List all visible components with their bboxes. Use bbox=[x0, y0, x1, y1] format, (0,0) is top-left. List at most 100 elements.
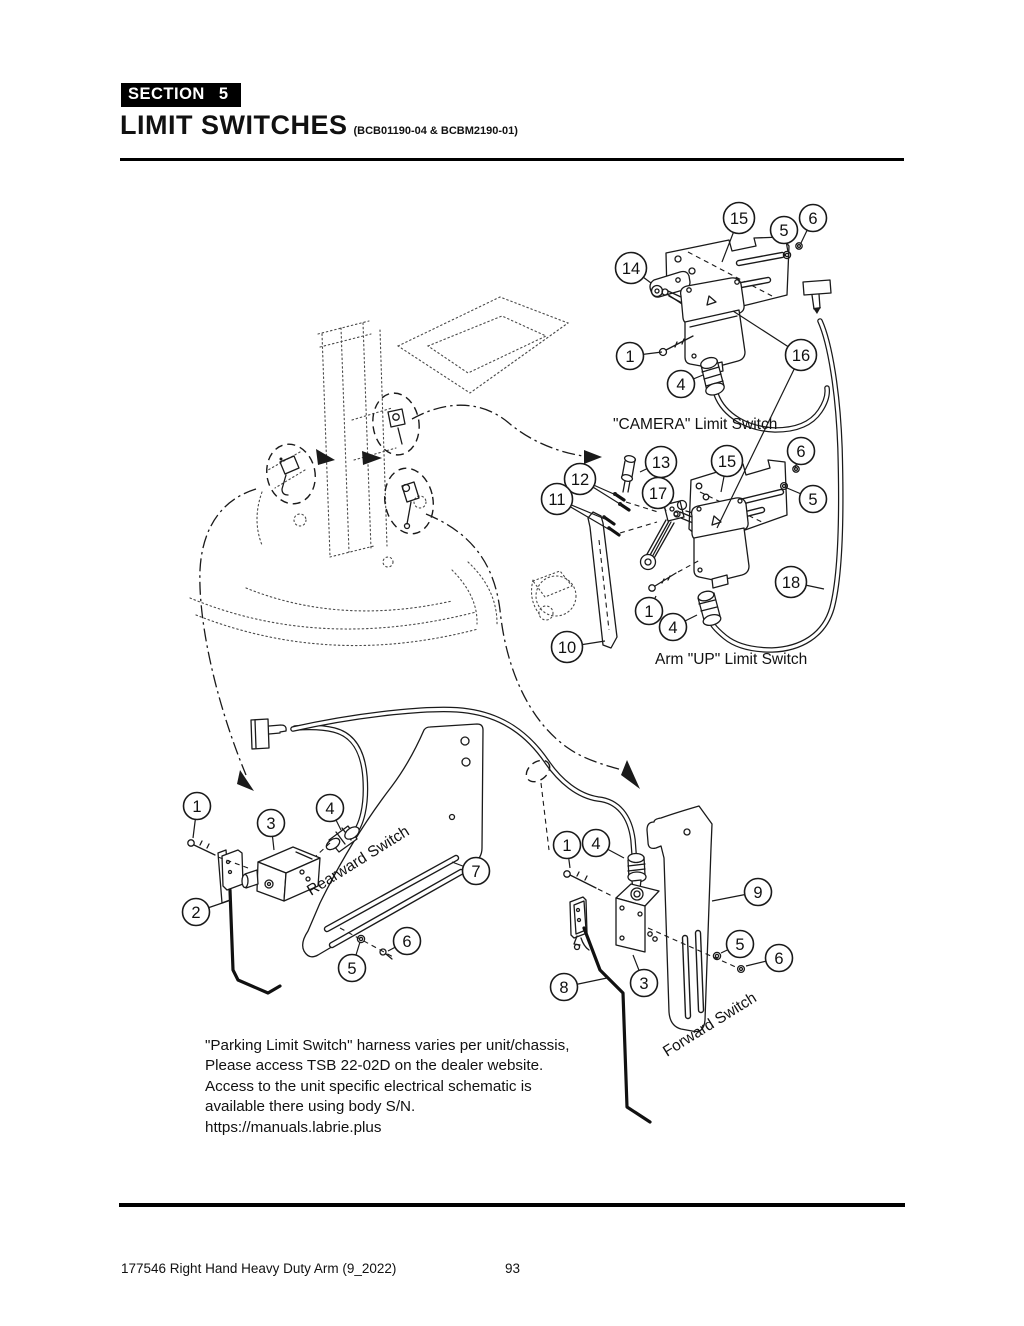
page-title-row: LIMIT SWITCHES (BCB01190-04 & BCBM2190-0… bbox=[120, 110, 518, 141]
arm-up-switch-assembly bbox=[587, 455, 800, 649]
note-line: available there using body S/N. bbox=[205, 1098, 416, 1116]
callout-number: 7 bbox=[471, 863, 480, 881]
washer bbox=[782, 250, 792, 260]
callout-circle bbox=[392, 926, 422, 956]
washer bbox=[779, 481, 789, 491]
callout-15-camera: 15 bbox=[721, 201, 756, 263]
callout-circle bbox=[774, 565, 808, 599]
callout-circle bbox=[182, 791, 212, 821]
callout-number: 1 bbox=[644, 603, 653, 621]
callout-circle bbox=[614, 251, 648, 285]
callout-circle bbox=[549, 972, 579, 1002]
footer-page-number: 93 bbox=[505, 1261, 521, 1276]
callout-14-camera: 14 bbox=[614, 251, 652, 285]
callout-7-rearward: 7 bbox=[451, 856, 491, 886]
note-line: Access to the unit specific electrical s… bbox=[205, 1077, 532, 1095]
note-line: Please access TSB 22-02D on the dealer w… bbox=[205, 1057, 544, 1075]
callout-leader bbox=[716, 354, 802, 529]
callout-6-camera: 6 bbox=[798, 203, 828, 244]
callout-number: 4 bbox=[591, 835, 600, 853]
switch-block bbox=[615, 883, 660, 953]
callout-13-arm_up: 13 bbox=[639, 445, 678, 479]
page-subtitle: (BCB01190-04 & BCBM2190-01) bbox=[353, 125, 518, 137]
callout-number: 6 bbox=[774, 950, 783, 968]
callout-circle bbox=[743, 877, 773, 907]
forward-switch-assembly bbox=[563, 805, 746, 1124]
callout-circle bbox=[256, 808, 286, 838]
nut bbox=[736, 964, 746, 974]
callout-circle bbox=[725, 929, 755, 959]
callout-circle bbox=[563, 462, 597, 496]
callout-circle bbox=[550, 630, 584, 664]
machine-ghost-art bbox=[189, 296, 577, 647]
footer-document-title: 177546 Right Hand Heavy Duty Arm (9_2022… bbox=[121, 1261, 397, 1276]
callout-9-forward: 9 bbox=[711, 877, 773, 907]
callout-number: 4 bbox=[668, 619, 677, 637]
cable-grommet bbox=[525, 759, 551, 783]
callout-number: 2 bbox=[191, 904, 200, 922]
lever-arm bbox=[639, 499, 694, 571]
detail-locators bbox=[266, 392, 435, 535]
callout-12-arm_up: 12 bbox=[563, 462, 621, 505]
callout-circle bbox=[337, 953, 367, 983]
callout-6-rearward: 6 bbox=[387, 926, 422, 956]
callout-circle bbox=[552, 830, 582, 860]
callout-number: 16 bbox=[792, 347, 810, 365]
callout-circle bbox=[784, 338, 818, 372]
harness-plug bbox=[802, 279, 832, 296]
callout-number: 13 bbox=[652, 454, 670, 472]
callout-10-arm_up: 10 bbox=[550, 630, 606, 664]
callout-number: 6 bbox=[796, 443, 805, 461]
connector bbox=[627, 852, 647, 891]
callout-number: 15 bbox=[730, 210, 748, 228]
note-line: "Parking Limit Switch" harness varies pe… bbox=[205, 1037, 570, 1054]
note-link: https://manuals.labrie.plus bbox=[205, 1118, 382, 1136]
callout-3-forward: 3 bbox=[629, 954, 659, 998]
callout-5-forward: 5 bbox=[720, 929, 755, 959]
callout-number: 3 bbox=[639, 975, 648, 993]
callout-15-arm_up: 15 bbox=[710, 444, 744, 493]
callout-6-forward: 6 bbox=[745, 943, 794, 973]
shoulder-bolt bbox=[620, 455, 637, 493]
route-arrow-armup bbox=[584, 450, 602, 464]
micro-switch bbox=[569, 896, 590, 951]
callout-2-rearward: 2 bbox=[181, 897, 232, 927]
locator-arrow-left bbox=[316, 449, 335, 465]
actuator-rod bbox=[228, 888, 282, 995]
callout-number: 18 bbox=[782, 574, 800, 592]
callout-1-camera: 1 bbox=[615, 341, 663, 371]
harness-plug bbox=[250, 718, 270, 750]
camera-caption: "CAMERA" Limit Switch bbox=[613, 416, 777, 433]
locator-arrow-right bbox=[362, 451, 382, 465]
page-title: LIMIT SWITCHES bbox=[120, 110, 348, 140]
callout-number: 17 bbox=[649, 485, 667, 503]
callout-circle bbox=[798, 203, 828, 233]
callout-number: 5 bbox=[779, 222, 788, 240]
callout-circle bbox=[634, 596, 664, 626]
actuator-strip bbox=[587, 511, 618, 649]
callout-11-arm_up: 11 bbox=[540, 482, 611, 531]
switch-body bbox=[693, 527, 750, 582]
screw bbox=[187, 839, 195, 847]
callout-4-arm_up: 4 bbox=[658, 612, 698, 642]
callout-number: 5 bbox=[808, 491, 817, 509]
callout-18-arm_up: 18 bbox=[774, 565, 825, 599]
callout-1-forward: 1 bbox=[552, 830, 582, 869]
callout-number: 5 bbox=[735, 936, 744, 954]
callout-number: 14 bbox=[622, 260, 640, 278]
parking-switch-note: "Parking Limit Switch" harness varies pe… bbox=[205, 1036, 595, 1138]
washer bbox=[356, 934, 366, 944]
callout-circle bbox=[181, 897, 211, 927]
callout-number: 4 bbox=[325, 800, 334, 818]
callout-number: 12 bbox=[571, 471, 589, 489]
callout-number: 10 bbox=[558, 639, 576, 657]
callout-number: 5 bbox=[347, 960, 356, 978]
header-rule bbox=[120, 158, 904, 161]
footer-rule bbox=[119, 1203, 905, 1207]
callout-6-arm_up: 6 bbox=[786, 436, 816, 469]
nut bbox=[795, 242, 803, 250]
callout-8-forward: 8 bbox=[549, 972, 608, 1002]
route-arrow-forward bbox=[621, 760, 640, 789]
